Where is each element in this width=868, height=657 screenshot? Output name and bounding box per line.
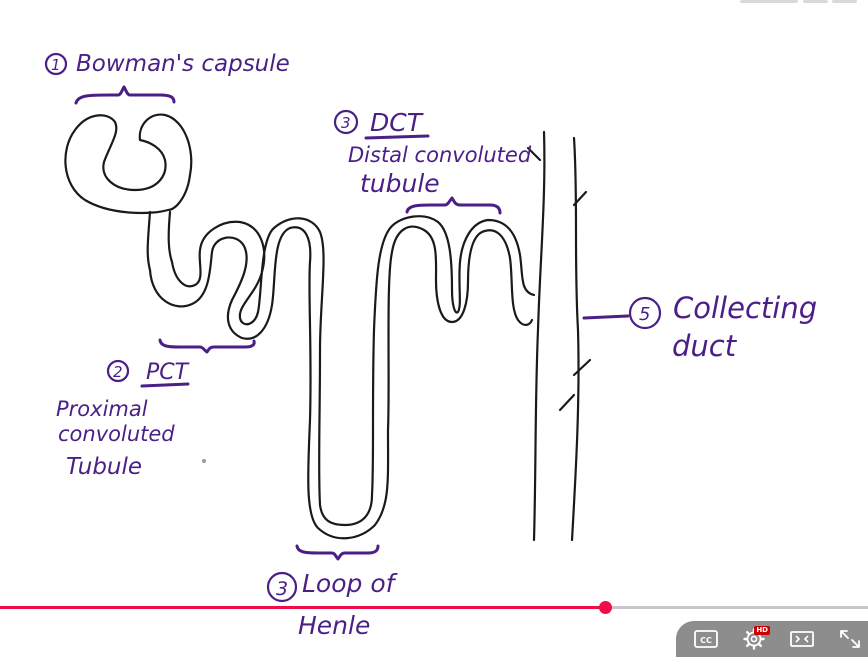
pct-abbr: PCT bbox=[146, 360, 190, 385]
stray-dot bbox=[202, 459, 206, 463]
loop-line-2: Henle bbox=[298, 611, 370, 640]
player-controls: CC HD bbox=[676, 621, 868, 657]
nephron-tubule bbox=[148, 215, 536, 540]
loop-brace bbox=[295, 544, 380, 561]
collecting-number: 5 bbox=[639, 304, 650, 325]
gear-icon bbox=[743, 628, 765, 650]
dct-line-2: tubule bbox=[360, 169, 440, 198]
dct-brace bbox=[405, 196, 502, 215]
loop-line-1: Loop of bbox=[302, 569, 398, 598]
pct-number: 2 bbox=[113, 363, 123, 381]
theater-mode-icon bbox=[790, 631, 814, 647]
collecting-line-1: Collecting bbox=[673, 291, 817, 325]
settings-button[interactable]: HD bbox=[736, 625, 772, 653]
bowman-brace bbox=[74, 85, 176, 105]
theater-mode-button[interactable] bbox=[784, 625, 820, 653]
collecting-duct bbox=[526, 130, 592, 542]
top-bar-segment bbox=[803, 0, 828, 3]
pct-line-3: Tubule bbox=[66, 454, 142, 480]
fullscreen-icon bbox=[840, 630, 860, 648]
scrubber-handle[interactable] bbox=[598, 601, 612, 614]
dct-number: 3 bbox=[341, 114, 351, 132]
number-circle bbox=[628, 296, 662, 330]
video-progress-bar[interactable] bbox=[0, 601, 868, 614]
pct-underline bbox=[140, 382, 190, 388]
collecting-line-2: duct bbox=[672, 329, 738, 363]
progress-played bbox=[0, 606, 605, 609]
number-circle bbox=[333, 109, 359, 135]
fullscreen-button[interactable] bbox=[832, 625, 868, 653]
pct-line-2: convoluted bbox=[58, 422, 175, 446]
bowman-label: Bowman's capsule bbox=[76, 51, 290, 77]
svg-text:CC: CC bbox=[700, 636, 712, 645]
top-bar-segment bbox=[740, 0, 798, 3]
top-bar-segment bbox=[832, 0, 857, 3]
dct-line-1: Distal convoluted bbox=[348, 143, 532, 167]
number-circle bbox=[44, 52, 68, 76]
captions-icon: CC bbox=[694, 630, 718, 648]
number-circle bbox=[106, 359, 130, 383]
dct-underline bbox=[364, 134, 430, 140]
dct-abbr: DCT bbox=[370, 108, 424, 137]
bowmans-capsule bbox=[64, 113, 193, 272]
pct-brace bbox=[158, 338, 256, 354]
loop-number: 3 bbox=[276, 578, 288, 600]
collecting-pointer bbox=[582, 314, 630, 320]
number-circle bbox=[266, 571, 298, 603]
captions-button[interactable]: CC bbox=[688, 625, 724, 653]
bowman-number: 1 bbox=[51, 56, 61, 74]
hd-badge: HD bbox=[754, 626, 770, 635]
pct-line-1: Proximal bbox=[56, 397, 148, 421]
